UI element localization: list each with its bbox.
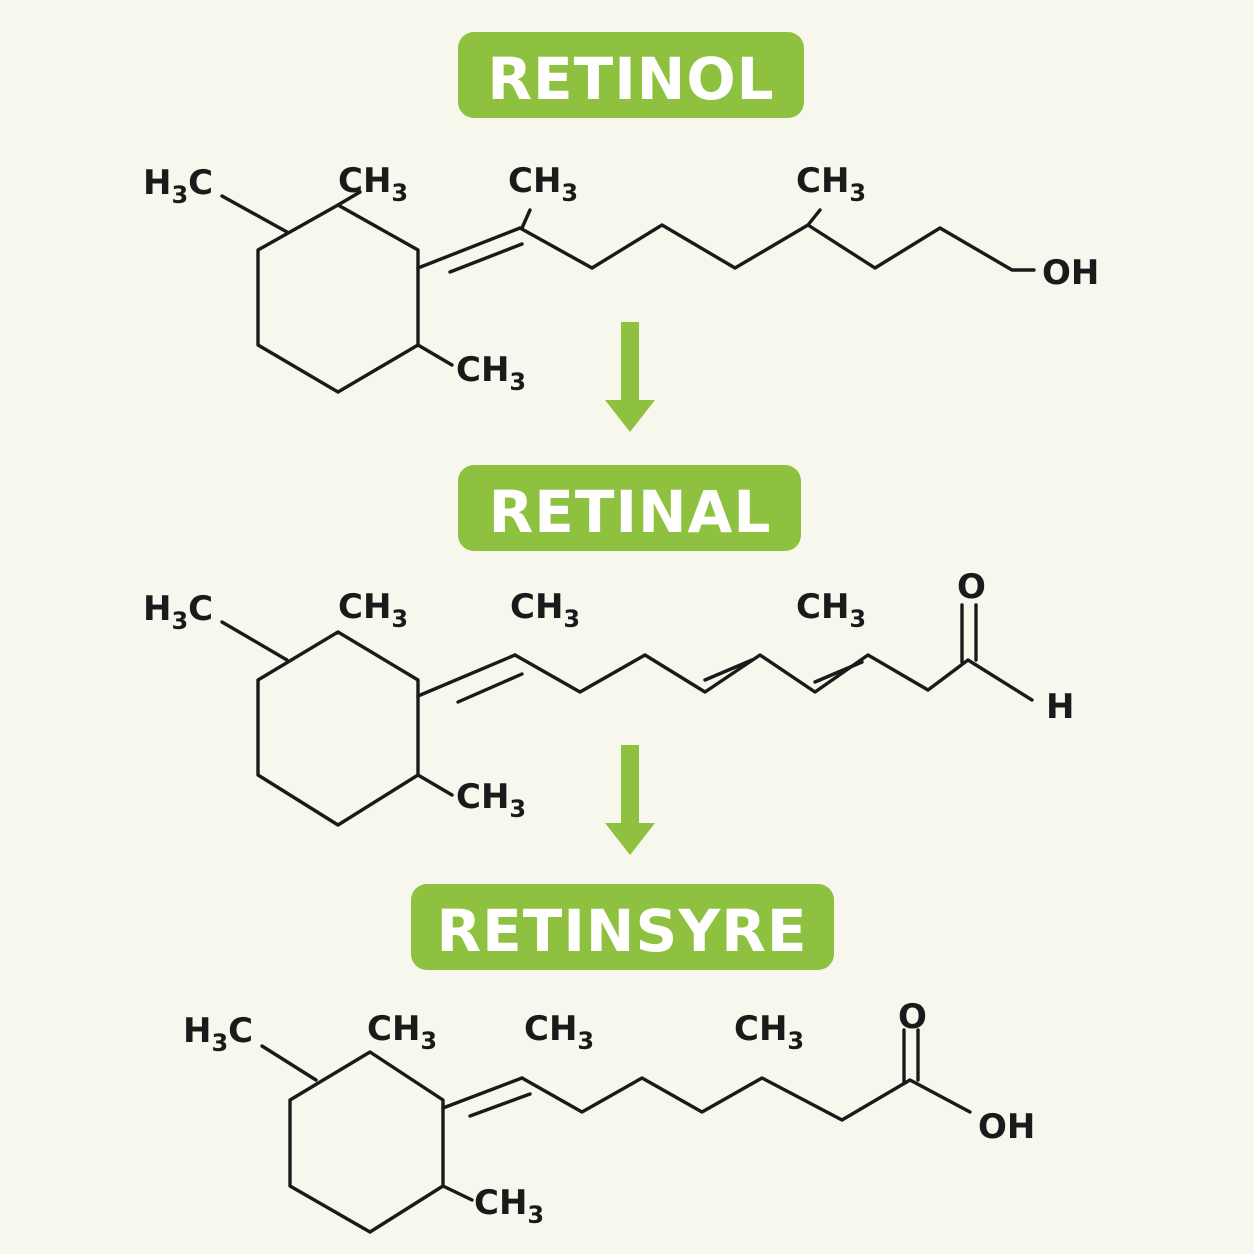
chain-retinal [513,653,1034,702]
bond-retinal-double-1b [456,672,524,704]
atom-retinol-ch3-top: CH3 [338,161,408,207]
atom-retinal-ch3-chain-1: CH3 [510,587,580,633]
atom-retinal-ch3-bottom: CH3 [456,777,526,823]
bond-retinal-double-2b [703,658,754,682]
atom-retinal-ch3-chain-2: CH3 [796,587,866,633]
bond-retinsyre-double-a [441,1076,524,1110]
ring-retinsyre [288,1050,445,1234]
label-text-retinol: RETINOL [487,45,774,113]
arrow-2-head [605,823,655,855]
bond-retinsyre-bottom-methyl [441,1184,474,1202]
ring-retinol [256,203,420,394]
atom-retinsyre-oh: OH [978,1107,1035,1147]
atom-retinsyre-ch3-chain-1: CH3 [524,1009,594,1055]
atom-retinsyre-ch3-bottom: CH3 [474,1183,544,1229]
atom-retinol-ch3-bottom: CH3 [456,350,526,396]
label-retinol: RETINOL [458,32,804,118]
arrow-down-icon [605,322,655,432]
bond-retinol-double-b [448,242,524,274]
label-retinsyre: RETINSYRE [411,884,834,970]
arrow-down-icon [605,745,655,855]
chain-retinol [518,223,1036,272]
atom-retinal-ch3-top: CH3 [338,587,408,633]
structure-retinal: H3C CH3 CH3 CH3 CH3 O H [143,567,1074,827]
atom-retinol-h3c: H3C [143,163,213,209]
atom-retinol-ch3-chain-1: CH3 [508,161,578,207]
label-retinal: RETINAL [458,465,801,551]
bond-retinol-bottom-methyl [416,343,454,367]
bond-retinal-double-1a [416,653,517,698]
chain-retinsyre [520,1076,972,1122]
bond-retinal-double-3b [813,660,864,684]
atom-retinal-o: O [957,567,986,607]
atom-retinsyre-ch3-top: CH3 [367,1009,437,1055]
bond-retinsyre-double-b [468,1092,532,1118]
bond-retinal-left-methyl [220,620,289,662]
atom-retinol-ch3-chain-2: CH3 [796,161,866,207]
label-text-retinal: RETINAL [489,478,772,546]
bond-retinsyre-left-methyl [260,1044,318,1082]
atom-retinal-h3c: H3C [143,589,213,635]
arrow-1-head [605,400,655,432]
structure-retinol: H3C CH3 CH3 CH3 CH3 OH [143,161,1099,396]
ring-retinal [256,630,420,827]
bond-retinol-chain-methyl-2 [806,208,822,227]
bond-retinol-left-methyl [220,194,289,234]
arrow-2-shaft [621,745,639,825]
bond-retinal-bottom-methyl [416,773,454,797]
label-pill-retinol [458,32,804,118]
atom-retinsyre-o: O [898,997,927,1037]
label-text-retinsyre: RETINSYRE [436,897,807,965]
bond-retinol-chain-methyl-1 [520,208,532,230]
bond-retinol-top-methyl [336,190,362,207]
bond-retinol-double-a [416,226,522,270]
label-pill-retinsyre [411,884,834,970]
atom-retinal-h: H [1046,687,1074,727]
atom-retinol-oh: OH [1042,253,1099,293]
arrow-1-shaft [621,322,639,402]
atom-retinsyre-h3c: H3C [183,1011,253,1057]
atom-retinsyre-ch3-chain-2: CH3 [734,1009,804,1055]
label-pill-retinal [458,465,801,551]
structure-retinsyre: H3C CH3 CH3 CH3 CH3 O OH [183,997,1035,1234]
